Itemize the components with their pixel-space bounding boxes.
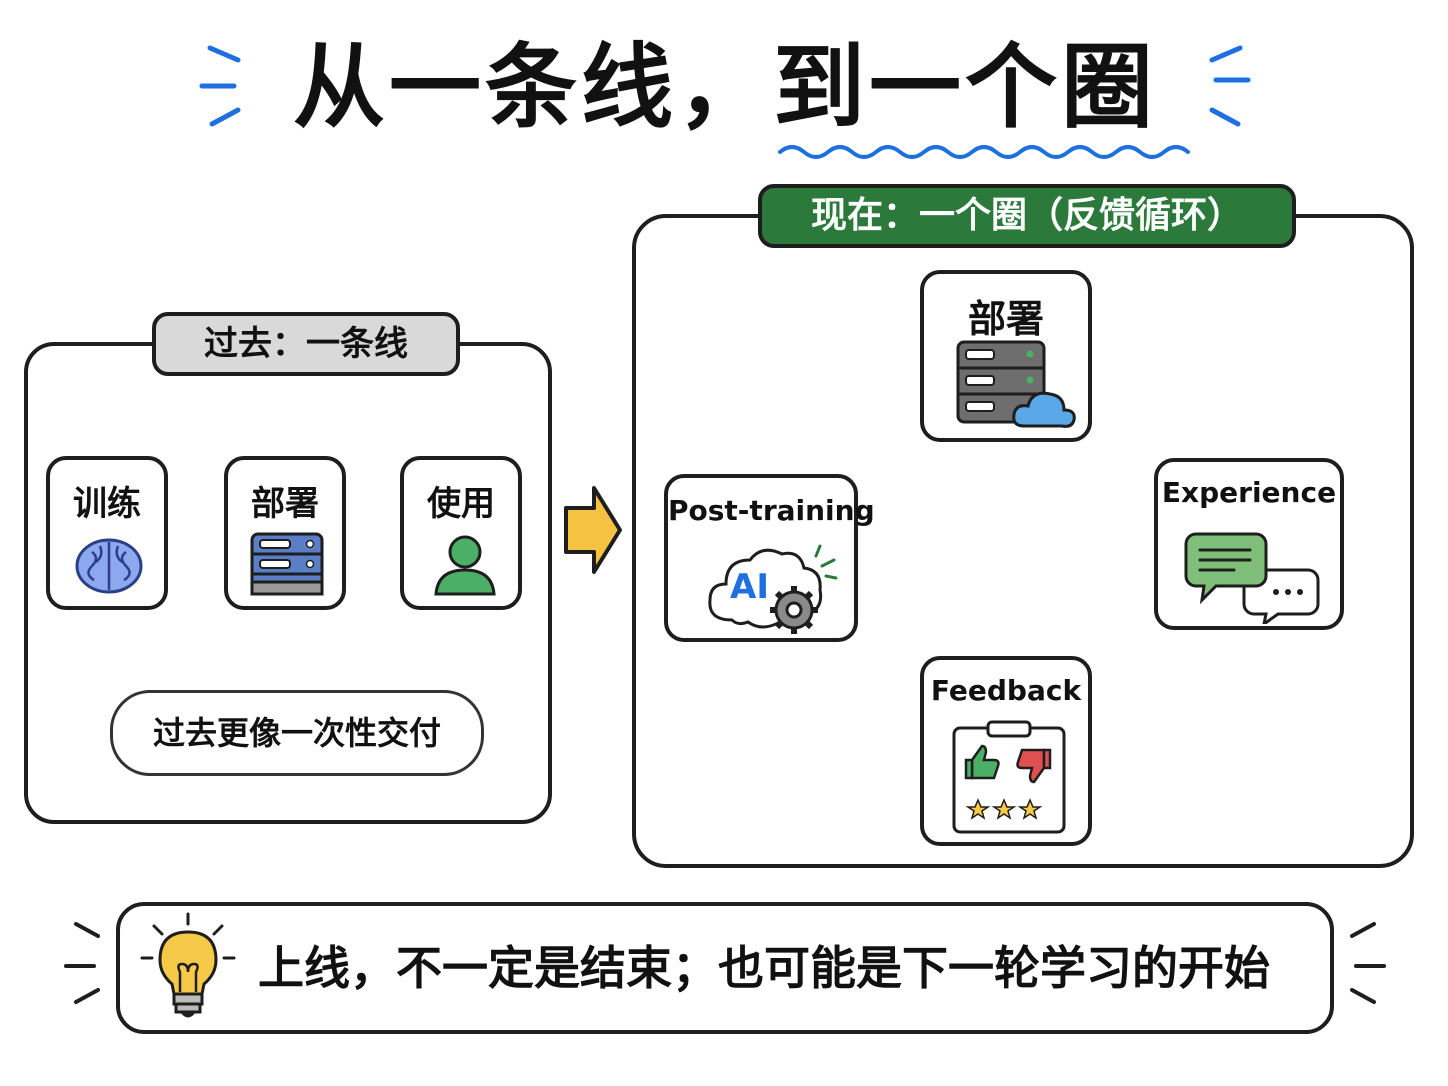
transition-arrow [564, 486, 622, 574]
cycle-node-feedback: Feedback [920, 656, 1092, 846]
cycle-node-deploy: 部署 [920, 270, 1092, 442]
cycle-node-deploy-label: 部署 [967, 297, 1044, 341]
cycle-node-feedback-label: Feedback [930, 674, 1082, 707]
past-step-deploy: 部署 [224, 456, 346, 610]
takeaway-text: 上线，不一定是结束；也可能是下一轮学习的开始 [258, 941, 1270, 995]
past-step-train-label: 训练 [73, 484, 141, 524]
ai-label: AI [730, 567, 769, 607]
cycle-node-post-training-label: Post-training [668, 494, 875, 527]
past-step-use-label: 使用 [427, 484, 495, 524]
past-tag: 过去：一条线 [152, 312, 460, 376]
past-step-deploy-label: 部署 [251, 484, 319, 524]
server-icon [250, 532, 324, 596]
title-underline-squiggle [778, 145, 1190, 159]
past-step-use: 使用 [400, 456, 522, 610]
brain-icon [75, 538, 143, 594]
cycle-node-experience: Experience [1154, 458, 1344, 630]
title-spark-left-icon [199, 45, 241, 127]
past-step-train: 训练 [46, 456, 168, 610]
title-spark-right-icon [1209, 45, 1251, 127]
bottom-spark-right-icon [1350, 922, 1386, 1004]
page-title: 从一条线，到一个圈 [292, 34, 1157, 141]
cycle-node-post-training: Post-training AI [664, 474, 875, 642]
user-icon [434, 535, 496, 596]
bottom-spark-left-icon [64, 922, 100, 1004]
takeaway-panel [116, 902, 1334, 1034]
lightbulb-icon [140, 912, 236, 1018]
clipboard-rating-icon [952, 720, 1066, 834]
server-cloud-icon [956, 340, 1076, 428]
past-note: 过去更像一次性交付 [110, 690, 484, 776]
chat-bubbles-icon [1184, 532, 1320, 624]
now-tag: 现在：一个圈（反馈循环） [758, 184, 1296, 248]
ai-cloud-gear-icon: AI [708, 544, 838, 634]
cycle-node-experience-label: Experience [1161, 476, 1337, 509]
